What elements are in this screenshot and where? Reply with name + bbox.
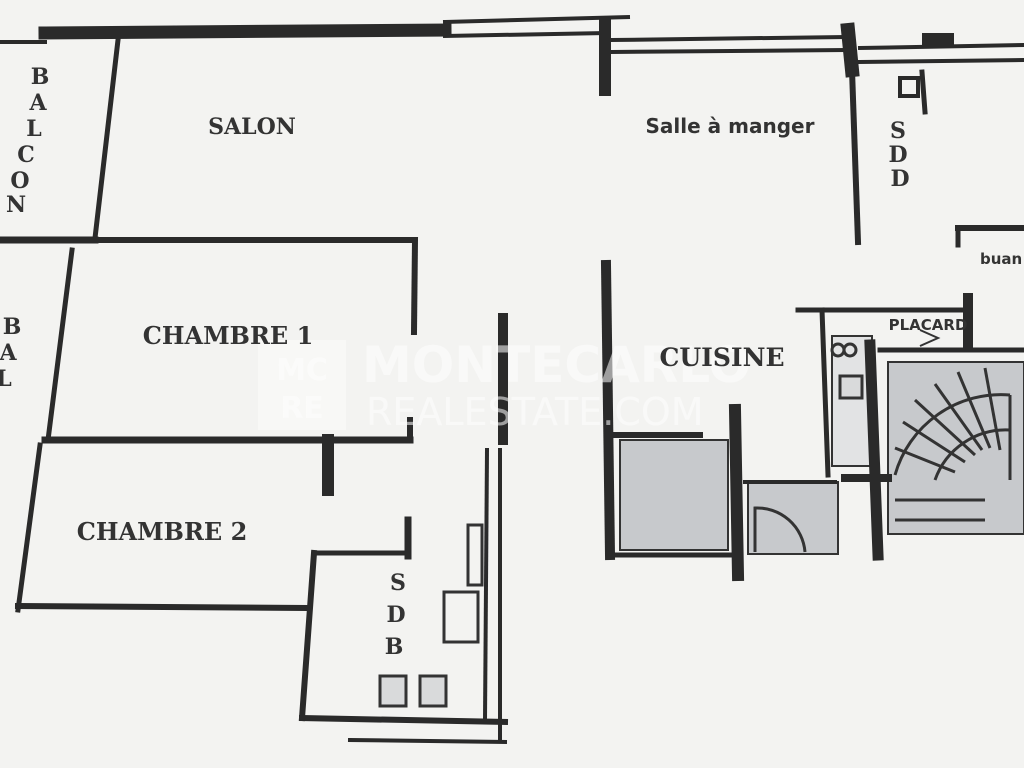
label-balcon-top-letter: N — [6, 192, 26, 218]
label-salon: SALON — [208, 114, 296, 140]
label-balcon-top-letter: B — [31, 64, 50, 90]
label-sdd-letter: D — [890, 166, 909, 192]
label-sdb-letter: D — [386, 602, 405, 628]
watermark-logo-box — [258, 340, 346, 430]
watermark-logo-bottom: RE — [280, 391, 324, 426]
label-balcon-left-letter: B — [3, 314, 22, 340]
washbasin-2 — [418, 674, 448, 708]
label-balcon-top-letter: O — [10, 168, 29, 194]
label-balcon-top-letter: A — [28, 90, 47, 116]
label-balcon-left-letter: A — [0, 340, 17, 366]
watermark: MC RE MONTECARLO REALESTATE.COM — [258, 336, 751, 434]
door-swing — [753, 506, 807, 553]
label-placard: PLACARD — [889, 316, 968, 334]
label-balcon-top-letter: L — [26, 116, 41, 142]
label-chambre-2: CHAMBRE 2 — [77, 517, 248, 546]
kitchen-alcove — [747, 481, 839, 555]
label-chambre-1: CHAMBRE 1 — [143, 321, 314, 350]
label-salle-a-manger: Salle à manger — [646, 114, 815, 138]
label-buanderie: buan — [980, 250, 1022, 268]
spiral-staircase — [893, 367, 1012, 522]
watermark-line2: REALESTATE.COM — [366, 390, 704, 434]
kitchen-counter — [619, 439, 729, 551]
label-balcon-top-letter: C — [17, 142, 35, 168]
label-sdd-letter: S — [890, 118, 906, 144]
washbasin-1 — [378, 674, 408, 708]
placard-arrow — [919, 329, 941, 347]
burner-2 — [830, 342, 846, 358]
label-sdd-letter: D — [888, 142, 907, 168]
sanitary-fixtures — [378, 342, 864, 708]
label-balcon-left-letter: L — [0, 366, 12, 392]
label-sdb-letter: B — [385, 634, 404, 660]
walls — [0, 14, 1024, 745]
placard-box — [838, 374, 864, 400]
room-labels: SALON Salle à manger CHAMBRE 1 CHAMBRE 2… — [0, 64, 1022, 660]
label-cuisine: CUISINE — [659, 343, 784, 372]
label-sdb-letter: S — [390, 570, 406, 596]
watermark-logo-top: MC — [276, 353, 328, 388]
shelf — [466, 523, 484, 587]
watermark-line1: MONTECARLO — [362, 336, 751, 394]
bathtub — [442, 590, 480, 644]
